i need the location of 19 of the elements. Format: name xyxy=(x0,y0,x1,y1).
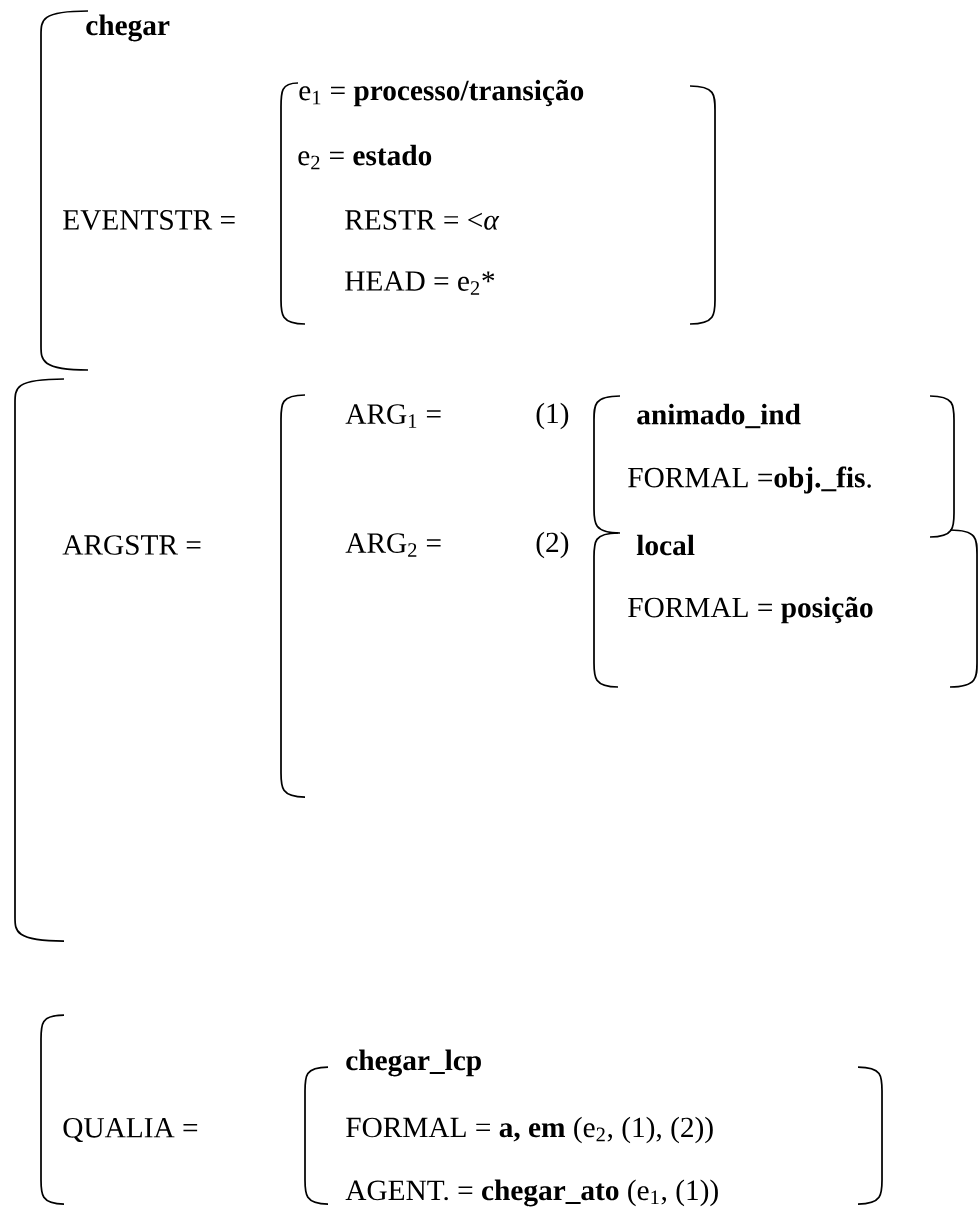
feature-label: e$_{1}$ = processo/transição xyxy=(299,79,584,107)
feature-label: FORMAL =obj._fis. xyxy=(628,466,871,494)
feature-label: AGENT. = chegar_ato (e$_{1}$, (1)) xyxy=(345,1179,718,1207)
feature-label: animado_ind xyxy=(637,403,801,429)
feature-label: (1) xyxy=(536,402,569,430)
feature-label: ARG$_{2}$ = xyxy=(345,533,441,557)
feature-label: local xyxy=(636,534,695,556)
feature-label: ARGSTR = xyxy=(62,535,201,555)
feature-label: ARG$_{1}$ = xyxy=(345,404,441,428)
feature-label: HEAD = e$_{2}$* xyxy=(345,271,495,295)
feature-label: EVENTSTR = xyxy=(63,210,235,230)
feature-label: FORMAL = posição xyxy=(628,596,873,624)
feature-label: (2) xyxy=(536,531,569,559)
feature-label: FORMAL = a, em (e$_{2}$, (1), (2)) xyxy=(346,1116,713,1144)
feature-label: e$_{2}$ = estado xyxy=(298,144,432,170)
feature-label: QUALIA = xyxy=(63,1117,198,1143)
feature-label: chegar_lcp xyxy=(346,1049,481,1077)
feature-label: RESTR = <α xyxy=(345,210,500,230)
feature-label: chegar xyxy=(86,14,170,42)
